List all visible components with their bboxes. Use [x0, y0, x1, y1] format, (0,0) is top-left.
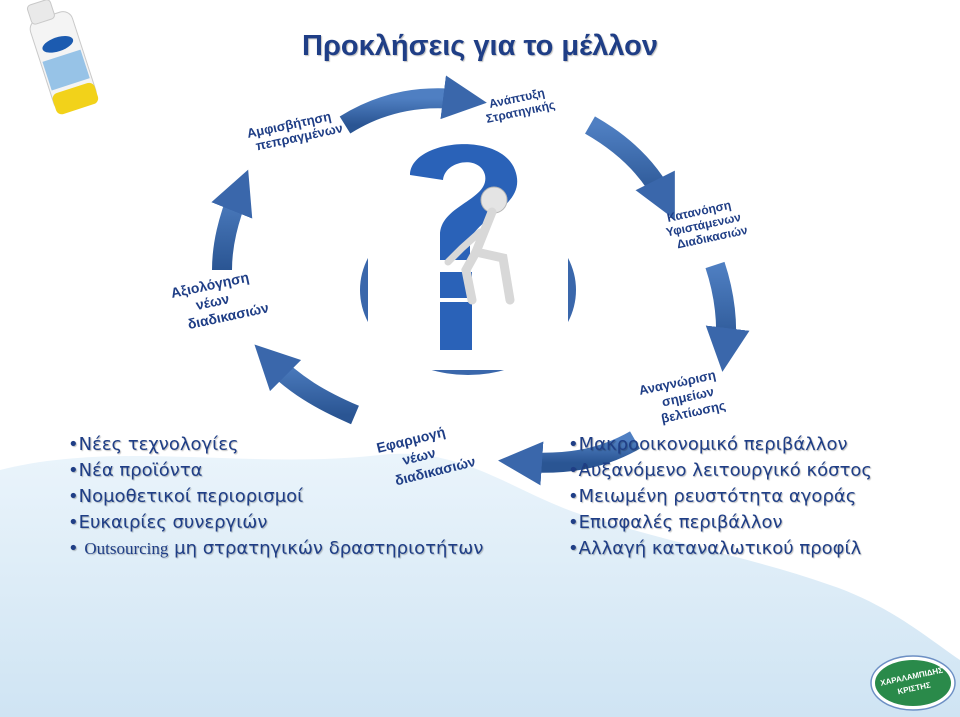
question-figure: [360, 144, 576, 375]
arrow-bottom-left: [254, 344, 359, 425]
page-title: Προκλήσεις για το μέλλον: [302, 30, 658, 62]
opportunities-list: Νέες τεχνολογίες Νέα προϊόντα Νομοθετικο…: [68, 432, 484, 562]
label-challenge: Αμφισβήτηση πεπραγμένων: [246, 107, 345, 155]
arrow-left: [211, 169, 253, 271]
list-item: Outsourcing μη στρατηγικών δραστηριοτήτω…: [68, 536, 483, 562]
milk-bottle-image: [26, 0, 99, 115]
list-item: Αυξανόμενο λειτουργικό κόστος: [568, 458, 872, 484]
list-item: Επισφαλές περιβάλλον: [568, 510, 872, 536]
list-item: Νέες τεχνολογίες: [68, 432, 483, 458]
outsourcing-rest: μη στρατηγικών δραστηριοτήτων: [174, 538, 484, 559]
list-item: Αλλαγή καταναλωτικού προφίλ: [568, 536, 872, 562]
list-item: Μακροοικονομικό περιβάλλον: [568, 432, 872, 458]
list-item: Νέα προϊόντα: [68, 458, 483, 484]
threats-list: Μακροοικονομικό περιβάλλον Αυξανόμενο λε…: [568, 432, 872, 562]
list-item: Μειωμένη ρευστότητα αγοράς: [568, 484, 872, 510]
label-understanding: Κατανόηση Υφιστάμενων Διαδικασιών: [662, 195, 749, 253]
arrow-right-top: [584, 116, 675, 220]
company-logo: ΧΑΡΑΛΑΜΠΙΔΗΣ ΚΡΙΣΤΗΣ: [870, 655, 956, 711]
arrow-top: [339, 75, 487, 134]
arrow-right: [705, 261, 750, 372]
outsourcing-word: Outsourcing: [84, 539, 169, 558]
label-evaluation: Αξιολόγηση νέων διαδικασιών: [169, 266, 270, 334]
list-item: Νομοθετικοί περιορισμοί: [68, 484, 483, 510]
label-strategy: Ανάπτυξη Στρατηγικής: [482, 84, 556, 126]
list-item: Ευκαιρίες συνεργιών: [68, 510, 483, 536]
label-recognition: Αναγνώριση σημείων βελτίωσης: [638, 366, 728, 429]
